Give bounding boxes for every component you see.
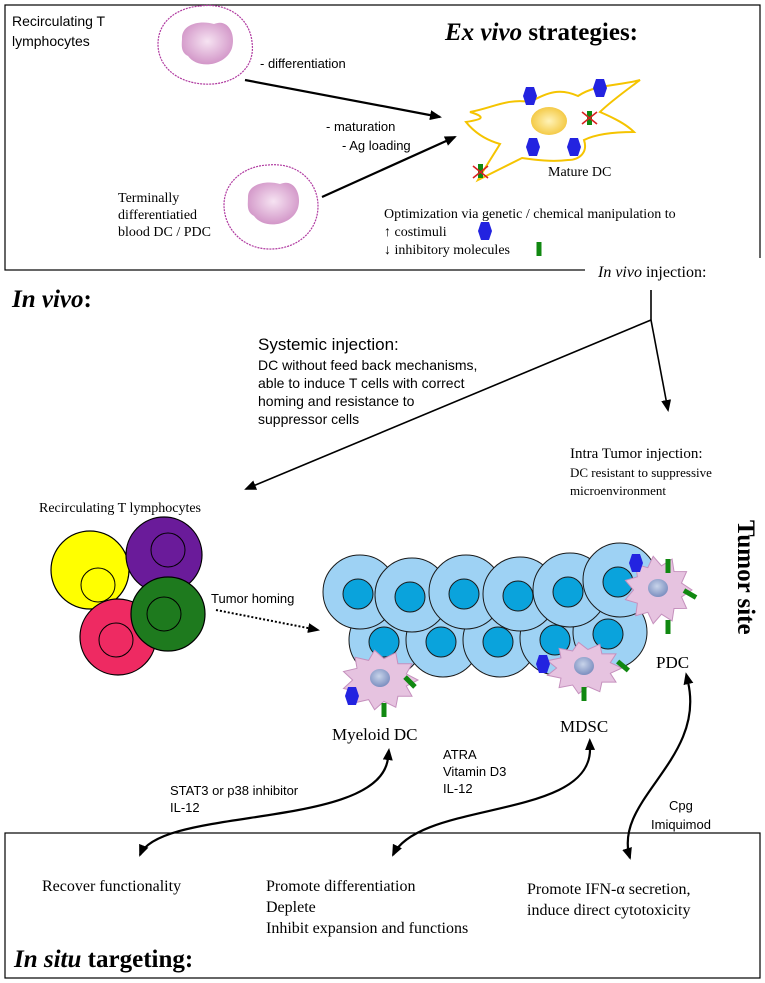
t-lymphocyte-icon [50,530,130,610]
intra-tumor-line: DC resistant to suppressive [570,465,712,480]
ex-vivo-panel [4,4,761,271]
mdsc-arrow [392,738,596,857]
inhibitory-molecule-icon [581,687,587,701]
in-situ-title: In situ targeting: [13,946,193,973]
mdsc-treatment: ATRA [443,747,477,762]
mdsc-label: MDSC [560,717,608,736]
intra-tumor-title: Intra Tumor injection: [570,446,703,462]
inhibitory-molecule-icon [581,111,598,125]
inhibitory-molecule-icon [665,559,671,573]
in-vivo-title: In vivo: [11,286,92,313]
recirculating-t-label-2: lymphocytes [12,33,90,49]
cell-icon [223,164,319,250]
systemic-arrow [244,319,652,490]
terminal-dc-label-1: Terminally [118,191,179,206]
maturation-arrow [321,135,457,199]
inhibitory-molecule-icon [682,588,698,600]
pdc-treatment: Cpg [669,798,693,813]
mdsc-effect: Promote differentiation [266,878,415,895]
recirculating-t-cluster-label: Recirculating T lymphocytes [39,501,201,516]
ex-vivo-title: Ex vivo strategies: [444,19,638,46]
terminal-dc-label-2: differentiatied [118,208,197,223]
pdc-arrow [622,672,694,860]
inhibitory-molecule-icon [616,659,630,673]
mature-dc-icon [464,79,641,183]
tumor-homing-label: Tumor homing [211,591,294,606]
pdc-label: PDC [656,653,689,672]
tumor-site-label: Tumor site [732,520,759,635]
systemic-line: homing and resistance to [258,393,415,409]
systemic-line: DC without feed back mechanisms, [258,357,477,373]
recover-label: Recover functionality [42,878,181,895]
recirculating-t-label: Recirculating T [12,13,106,29]
mature-dc-label: Mature DC [548,165,611,180]
mdsc-effect: Inhibit expansion and functions [266,920,468,937]
dendritic-cell-icon [624,554,698,634]
differentiation-label: - differentiation [260,56,346,71]
t-lymphocyte-icon [130,576,206,652]
terminal-dc-label-3: blood DC / PDC [118,225,211,240]
differentiation-arrow [244,78,442,121]
intra-tumor-line: microenvironment [570,483,666,498]
inhibitory-molecule-icon [472,164,489,179]
pdc-effect: Promote IFN-α secretion, [527,881,690,898]
costimulatory-molecule-icon [345,687,359,705]
myeloid-treatment: IL-12 [170,800,200,815]
mdsc-effect: Deplete [266,899,316,916]
myeloid-dc-label: Myeloid DC [332,725,417,744]
tumor-homing-arrow [215,609,320,633]
pdc-effect: induce direct cytotoxicity [527,902,691,919]
systemic-line: able to induce T cells with correct [258,375,465,391]
myeloid-arrow [138,748,393,857]
dendritic-cell-icon [342,649,420,717]
inhibitory-molecule-icon [665,620,671,634]
inhibitory-molecule-icon [536,242,542,256]
costimuli-label: ↑ costimuli [384,225,447,240]
cell-icon [157,4,253,85]
tumor-cell-icon [374,557,450,633]
myeloid-treatment: STAT3 or p38 inhibitor [170,783,299,798]
pdc-treatment: Imiquimod [651,817,711,832]
inhibitory-label: ↓ inhibitory molecules [384,243,510,258]
systemic-line: suppressor cells [258,411,359,427]
dendritic-cell-icon [536,641,630,701]
costimulatory-molecule-icon [478,222,492,240]
inhibitory-molecule-icon [381,703,387,717]
in-vivo-injection-label: In vivo injection: [597,264,706,281]
optimization-label: Optimization via genetic / chemical mani… [384,207,676,222]
systemic-title: Systemic injection: [258,335,399,354]
maturation-label: - maturation [326,119,395,134]
mdsc-treatment: Vitamin D3 [443,764,506,779]
mdsc-treatment: IL-12 [443,781,473,796]
inhibitory-molecule-icon [403,675,417,689]
in-situ-panel [4,832,761,979]
intra-tumor-arrow [650,319,672,412]
ag-loading-label: - Ag loading [342,138,411,153]
